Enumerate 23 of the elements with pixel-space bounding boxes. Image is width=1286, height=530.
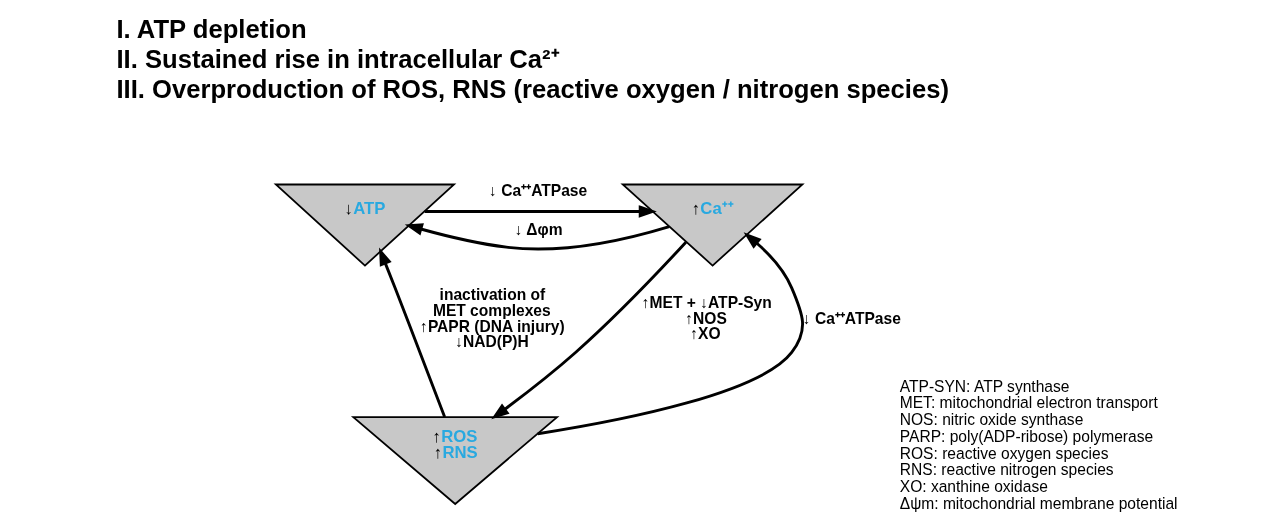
label: RNS: reactive nitrogen species: [899, 461, 1114, 479]
arrow: [490, 241, 687, 420]
label: PARP: poly(ADP-ribose) polymerase: [899, 427, 1153, 445]
label: XO: xanthine oxidase: [899, 477, 1048, 495]
edge-label: ↑MET + ↓ATP-Syn: [641, 294, 772, 312]
label: II. Sustained rise in intracellular Ca²⁺: [115, 45, 560, 74]
label: ROS: reactive oxygen species: [899, 444, 1108, 462]
edge-label: inactivation of MET complexes: [432, 286, 551, 319]
arrow: [404, 223, 670, 251]
arrow: [537, 232, 804, 436]
arrow: [378, 247, 446, 418]
label: ATP-SYN: ATP synthase: [899, 377, 1069, 395]
arrow: [424, 205, 657, 218]
edge-label: ↑NOS: [684, 309, 727, 327]
edge-label: ↑XO: [689, 325, 721, 343]
label: III. Overproduction of ROS, RNS (reactive oxygen / nitrogen species): [115, 75, 949, 104]
edge-label: ↓ Ca⁺⁺ATPase: [802, 309, 901, 327]
label: MET: mitochondrial electron transport: [899, 394, 1158, 412]
edge-label: ↓ Δφm: [514, 220, 562, 238]
label: NOS: nitric oxide synthase: [899, 411, 1083, 429]
label: I. ATP depletion: [115, 15, 307, 44]
label: Δψm: mitochondrial membrane potential: [899, 494, 1178, 512]
edge-label: ↓ Ca⁺⁺ATPase: [488, 181, 587, 199]
